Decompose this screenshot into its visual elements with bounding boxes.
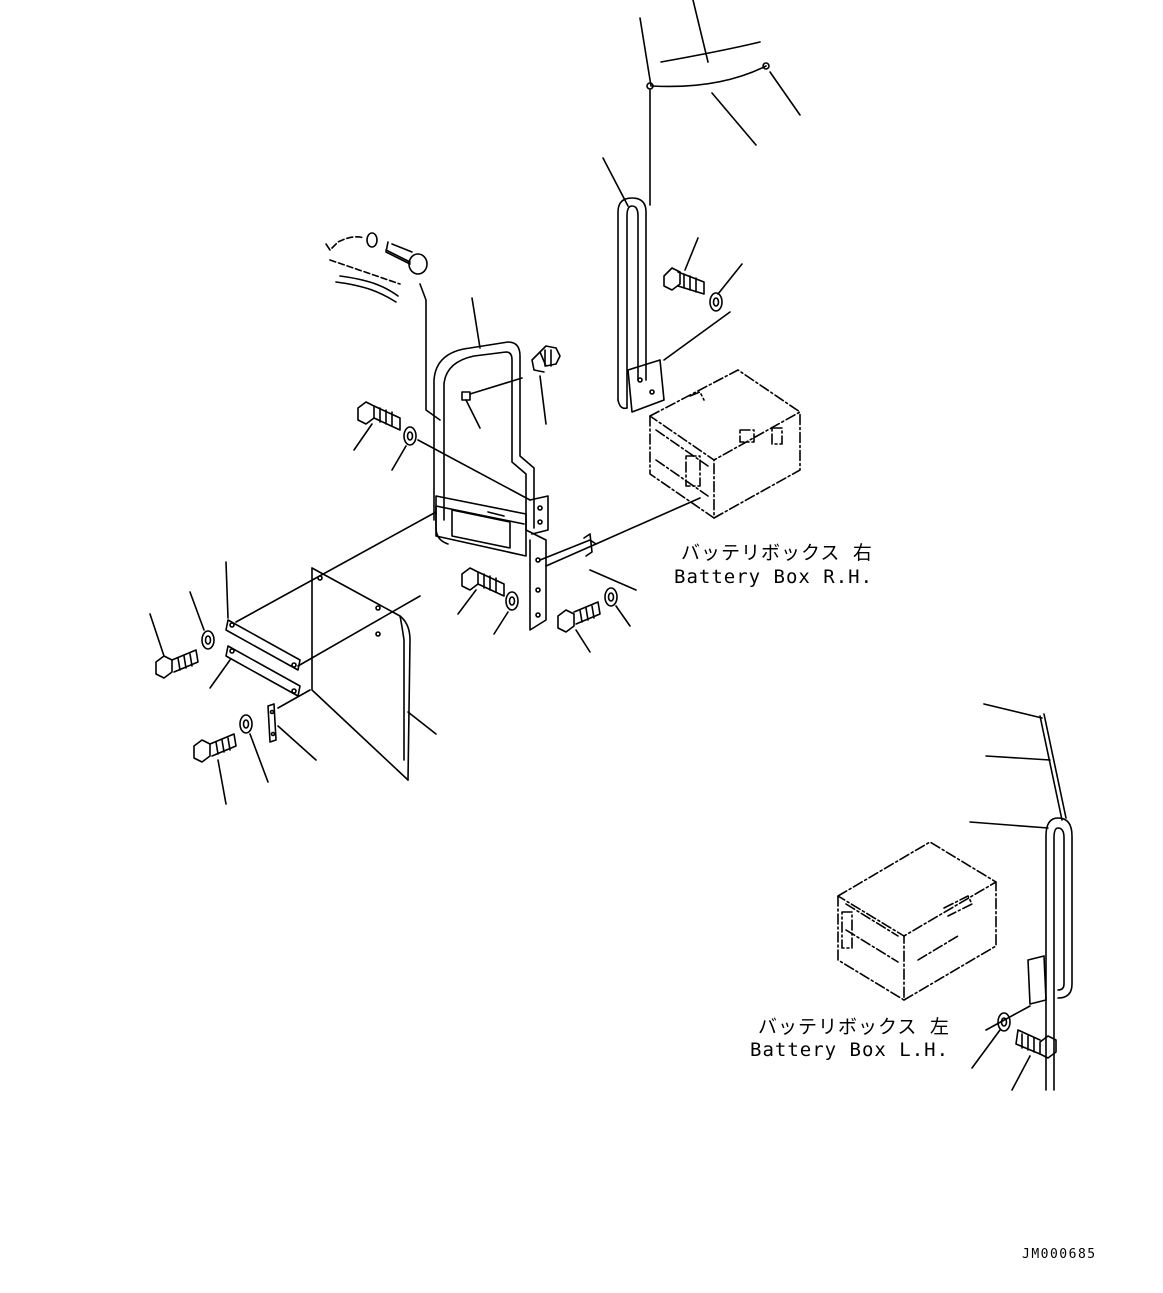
bolt-center-left	[353, 401, 531, 501]
bolt-center-lower	[457, 567, 519, 635]
vertical-handrail-left	[969, 703, 1073, 1091]
cover-plate	[311, 567, 437, 781]
bolt-left-lower	[193, 714, 269, 805]
bolt-lower-right	[971, 1012, 1057, 1091]
battery-box-lh-label-en: Battery Box L.H.	[750, 1039, 950, 1061]
upper-cable-assembly	[639, 0, 801, 206]
battery-box-rh-label-jp: バッテリボックス 右	[681, 542, 873, 564]
drawing-code: JM000685	[1022, 1247, 1097, 1262]
bolt-right-top	[663, 237, 743, 361]
center-ladder-frame	[433, 297, 597, 631]
clip-and-pins	[325, 232, 523, 429]
bolt-center-right	[557, 497, 701, 653]
strip-plates	[209, 511, 437, 761]
vertical-handrail-right	[602, 157, 665, 413]
bolt-left-upper	[149, 591, 215, 679]
bolt-center-upper	[531, 345, 561, 425]
battery-box-lh	[837, 841, 997, 1001]
battery-box-rh-label-en: Battery Box R.H.	[674, 566, 874, 588]
battery-box-rh	[649, 369, 801, 519]
battery-box-lh-label-jp: バッテリボックス 左	[758, 1016, 950, 1038]
